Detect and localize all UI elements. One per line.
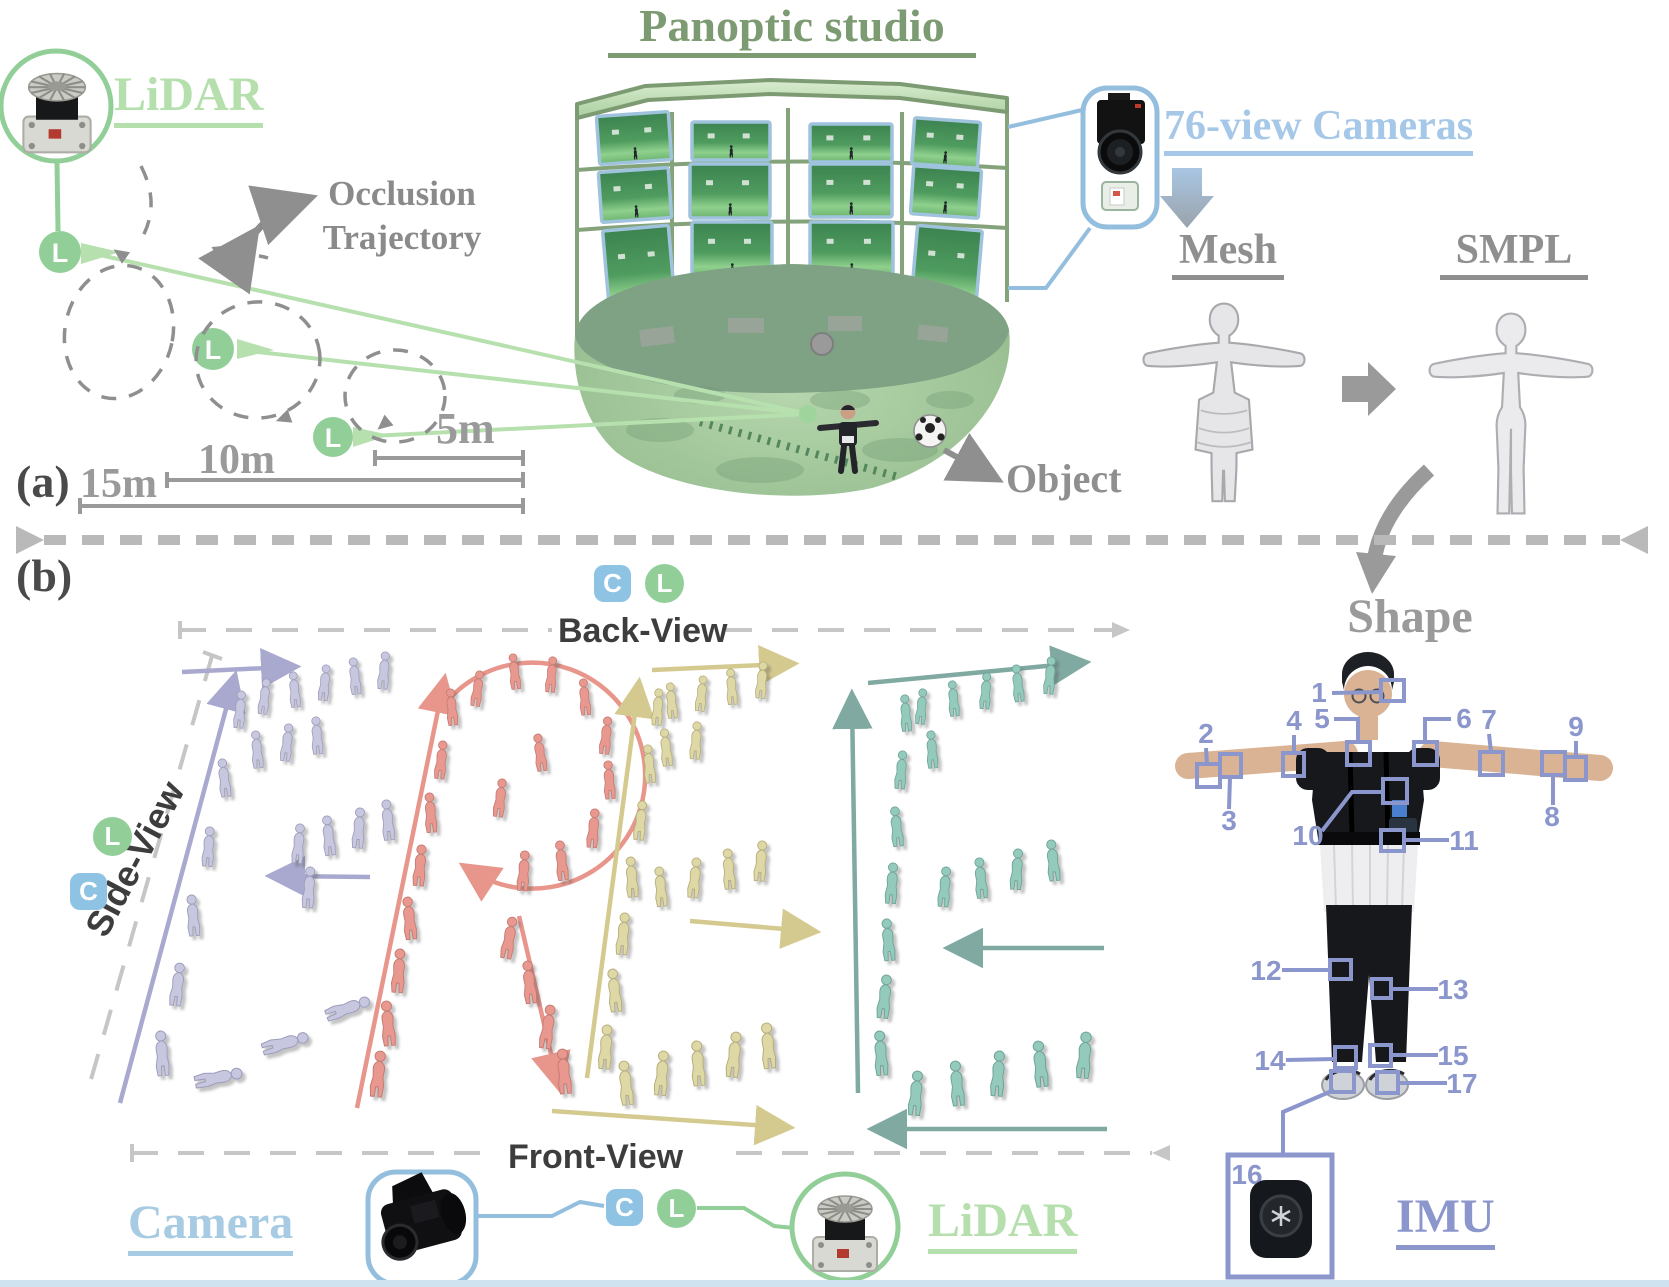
- svg-text:1: 1: [1311, 677, 1327, 708]
- smpl-figure: [1428, 312, 1594, 515]
- lidar-sensor-photo: [0, 48, 114, 232]
- studio-camera-view-panels: [594, 109, 984, 315]
- occlusion-trajectory-path: [62, 165, 447, 444]
- lidar-badge-connector: [697, 1206, 795, 1230]
- panoptic-studio-illustration: [574, 78, 1010, 496]
- distance-15m-label: 15m: [80, 461, 157, 507]
- svg-text:2: 2: [1198, 718, 1214, 749]
- arena-person: [817, 404, 879, 474]
- bottom-strip: [0, 1280, 1669, 1287]
- lidar-title: LiDAR: [114, 69, 264, 129]
- lidar-photo-bottom: [789, 1171, 901, 1283]
- studio-camera-connectors: [1007, 108, 1092, 290]
- panel-divider: [16, 526, 1648, 554]
- svg-text:10: 10: [1292, 820, 1323, 851]
- panel-a-label: (a): [16, 456, 70, 507]
- imu-16-connector: [1281, 1088, 1335, 1155]
- panoptic-studio-title: Panoptic studio: [608, 1, 976, 59]
- motion-letter-E2: [872, 655, 1094, 1117]
- mesh-title: Mesh: [1172, 228, 1284, 281]
- back-view-label: Back-View: [558, 612, 728, 650]
- svg-text:3: 3: [1221, 805, 1237, 836]
- lidar-range-markers: L L L: [39, 231, 353, 457]
- distance-10m-label: 10m: [198, 437, 275, 483]
- soccer-ball: [913, 414, 947, 448]
- svg-text:14: 14: [1254, 1045, 1286, 1076]
- svg-text:9: 9: [1568, 711, 1584, 742]
- mesh-figure: [1142, 302, 1306, 503]
- distance-5m-label: 5m: [436, 404, 495, 453]
- view-boundary-dashes: [86, 621, 1152, 1162]
- svg-text:7: 7: [1481, 704, 1497, 735]
- svg-text:15: 15: [1437, 1040, 1468, 1071]
- camera-badge-bottom: C: [606, 1189, 643, 1226]
- svg-text:11: 11: [1449, 825, 1479, 856]
- camera-badge-top: C: [594, 565, 631, 602]
- beam-target-dot: [799, 405, 817, 423]
- marker-l3-letter: L: [325, 423, 342, 453]
- object-label: Object: [1006, 456, 1122, 501]
- camera-badge-left: C: [70, 873, 107, 910]
- cameras-title: 76-view Cameras: [1164, 104, 1474, 157]
- letter-E2-arrows: [832, 645, 1107, 1150]
- view-boundary-arrowheads: [1112, 622, 1170, 1161]
- marker-l1-letter: L: [52, 238, 69, 268]
- front-view-label: Front-View: [508, 1138, 684, 1176]
- occlusion-callout-arrow: [198, 185, 318, 295]
- svg-text:17: 17: [1446, 1068, 1477, 1099]
- svg-text:6: 6: [1456, 703, 1472, 734]
- camera-legend-title: Camera: [128, 1197, 294, 1257]
- lidar-legend-title: LiDAR: [928, 1195, 1078, 1255]
- letter-F-arrows: [117, 648, 371, 1104]
- svg-text:5: 5: [1314, 703, 1330, 734]
- studio-arena-back-wall: [575, 264, 1009, 393]
- smpl-to-shape-arrow: [1356, 464, 1435, 594]
- occlusion-trajectory-label: Occlusion Trajectory: [296, 172, 508, 260]
- svg-text:12: 12: [1250, 955, 1281, 986]
- cameras-to-mesh-arrow: [1160, 168, 1214, 228]
- motion-letter-E1: [597, 660, 778, 1106]
- panel-b-label: (b): [16, 550, 73, 601]
- lidar-badge-bottom: L: [657, 1189, 696, 1228]
- camera-photo: [365, 1169, 479, 1287]
- smpl-title: SMPL: [1440, 228, 1588, 281]
- occlusion-line1: Occlusion: [328, 174, 476, 213]
- camera-badge-connector: [478, 1199, 605, 1218]
- svg-text:4: 4: [1286, 705, 1302, 736]
- distance-bars: [78, 450, 525, 514]
- arena-dome-object: [810, 332, 834, 356]
- object-arrow: [942, 433, 1004, 483]
- imu-person-photo: [1175, 652, 1613, 1100]
- mesh-to-smpl-arrow: [1342, 362, 1396, 416]
- svg-text:13: 13: [1437, 974, 1468, 1005]
- shape-label: Shape: [1347, 590, 1473, 643]
- imu-foot-sensor-box: [1329, 1069, 1356, 1094]
- lidar-badge-left: L: [93, 817, 132, 856]
- marker-l2-letter: L: [205, 335, 222, 365]
- imu-legend-title: IMU: [1396, 1191, 1495, 1251]
- studio-roof-rim: [575, 78, 1009, 120]
- view-camera-photo: [1080, 85, 1160, 230]
- occlusion-line2: Trajectory: [322, 218, 482, 258]
- lidar-badge-top: L: [645, 564, 684, 603]
- imu-device-photo-box: 16: [1225, 1152, 1335, 1280]
- arena-wall-screens: [639, 316, 949, 348]
- svg-text:8: 8: [1544, 801, 1560, 832]
